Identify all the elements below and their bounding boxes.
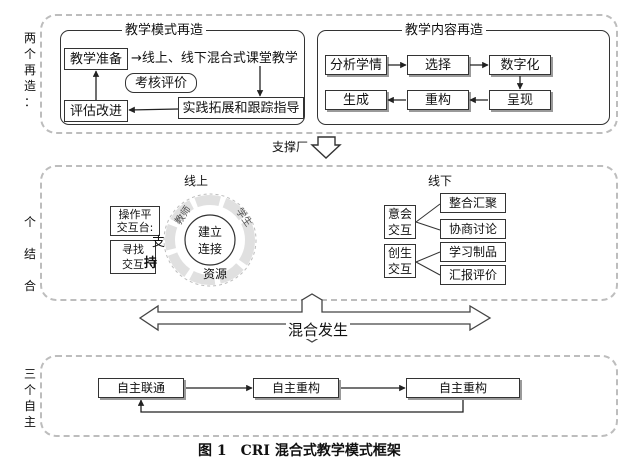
evaluate-box: 评估改进 bbox=[64, 100, 128, 122]
support-char: 支 bbox=[152, 235, 166, 250]
build-text: 建立 bbox=[198, 225, 223, 239]
figure-caption: 图 1 CRI 混合式教学模式框架 bbox=[198, 443, 401, 459]
hold-char: 持 bbox=[144, 256, 158, 271]
meaning-interact-box: 意会 交互 bbox=[384, 205, 416, 239]
row2-label: 个结合 bbox=[23, 215, 36, 293]
present-box: 呈现 bbox=[489, 90, 551, 110]
integrate-box: 整合汇聚 bbox=[440, 193, 506, 213]
online-offline-text: →线上、线下混合式课堂教学 bbox=[131, 51, 298, 66]
connect-text: 连接 bbox=[198, 242, 223, 256]
mix-label: 混合发生 bbox=[286, 321, 351, 339]
restructure-box: 重构 bbox=[407, 90, 469, 110]
digitize-box: 数字化 bbox=[489, 55, 551, 75]
two-reconstructions-band bbox=[40, 14, 618, 134]
support-label: 支撑厂 bbox=[272, 140, 309, 154]
seek-help-box: 寻找 交互 bbox=[110, 240, 156, 274]
practice-box: 实践拓展和跟踪指导 bbox=[178, 97, 304, 119]
autonomy-connect-box: 自主联通 bbox=[98, 378, 184, 398]
create-interact-box: 创生 交互 bbox=[384, 244, 416, 278]
online-title: 线上 bbox=[184, 174, 209, 188]
autonomy-restructure-box-1: 自主重构 bbox=[253, 378, 339, 398]
row1-label: 两个再造： bbox=[23, 31, 36, 109]
report-box: 汇报评价 bbox=[440, 265, 506, 285]
teaching-content-title: 教学内容再造 bbox=[402, 24, 487, 37]
generate-box: 生成 bbox=[325, 90, 387, 110]
prepare-box: 教学准备 bbox=[64, 48, 128, 70]
teaching-mode-title: 教学模式再造 bbox=[122, 24, 207, 37]
learn-make-box: 学习制品 bbox=[440, 242, 506, 262]
select-box: 选择 bbox=[407, 55, 469, 75]
one-combination-band bbox=[40, 165, 618, 301]
analyze-box: 分析学情 bbox=[325, 55, 387, 75]
three-autonomy-band bbox=[40, 355, 618, 437]
autonomy-restructure-box-2: 自主重构 bbox=[406, 378, 520, 398]
assessment-box: 考核评价 bbox=[125, 73, 197, 93]
operate-platform-box: 操作平 交互台: bbox=[110, 206, 160, 236]
resource-text: 资源 bbox=[203, 267, 228, 281]
offline-title: 线下 bbox=[428, 174, 453, 188]
row3-label: 三个自主 bbox=[23, 367, 36, 429]
discuss-box: 协商讨论 bbox=[440, 219, 506, 239]
